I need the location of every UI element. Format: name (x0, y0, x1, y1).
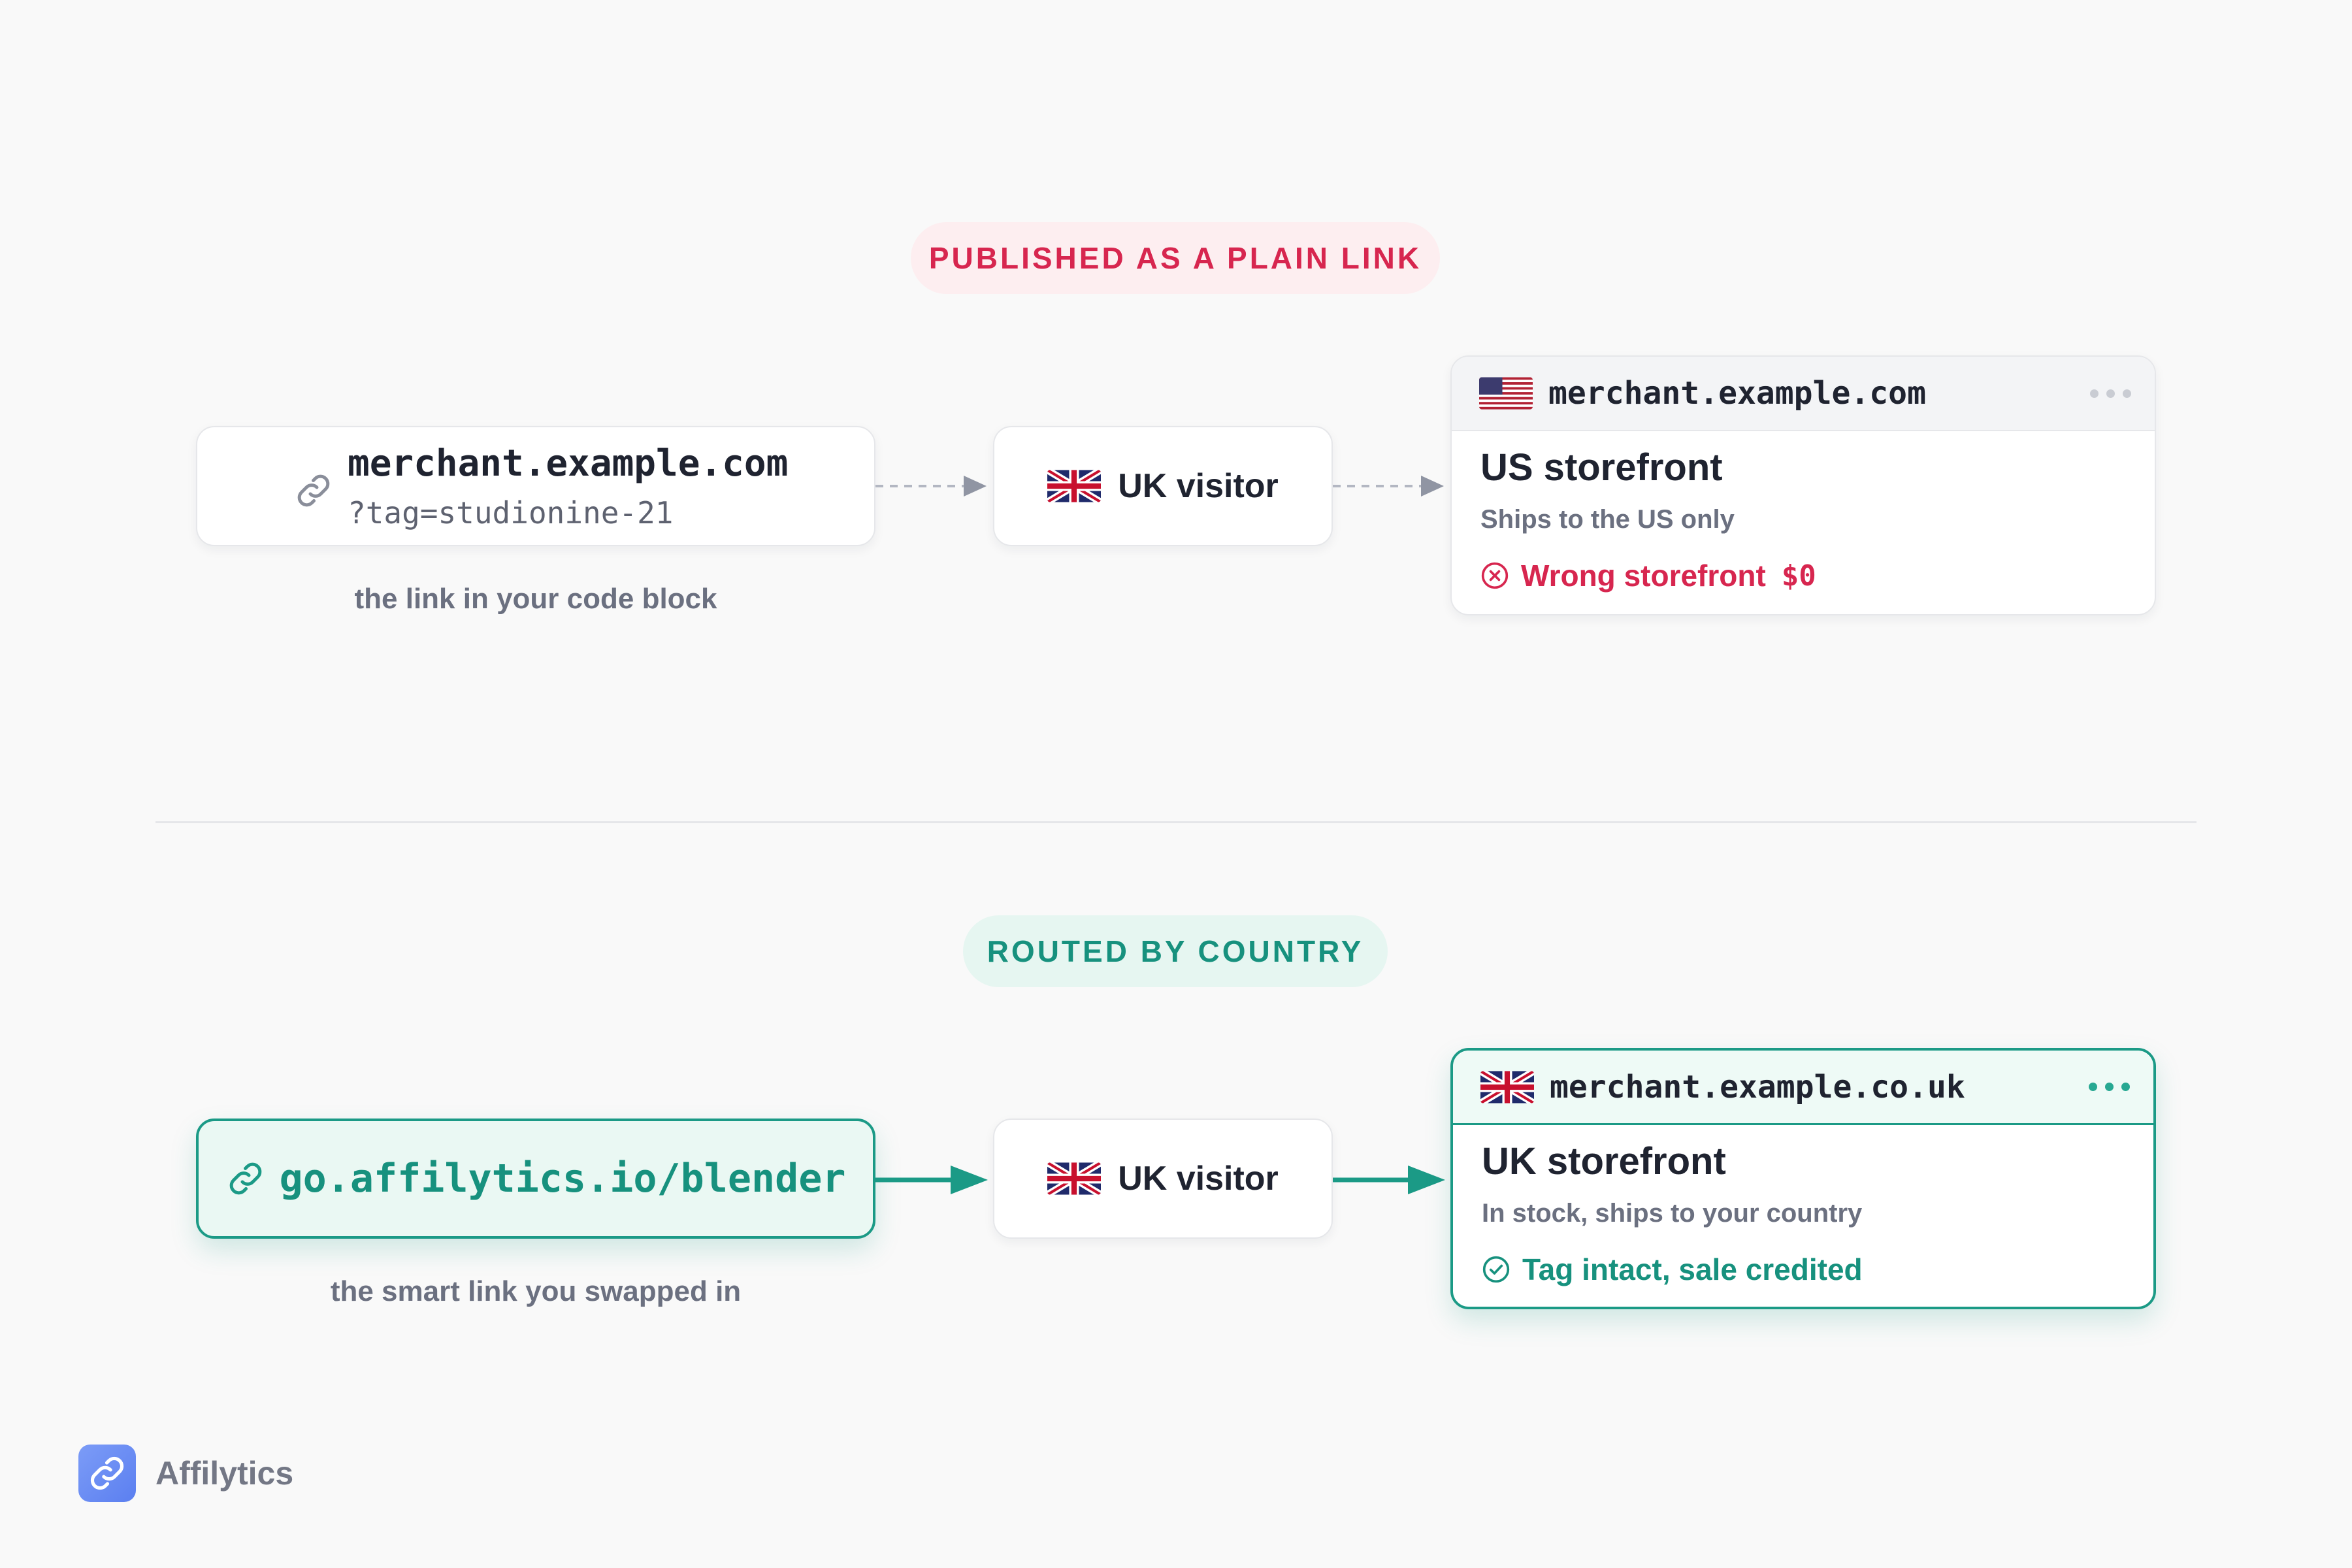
us-storefront-status-text: Wrong storefront (1521, 559, 1766, 593)
more-dots-icon[interactable] (2089, 1083, 2130, 1091)
solid-arrow-1 (875, 1166, 988, 1194)
plain-link-query: ?tag=studionine-21 (348, 495, 674, 531)
us-storefront-title: US storefront (1480, 446, 1723, 489)
plain-link-pill-label: PUBLISHED AS A PLAIN LINK (928, 241, 1422, 275)
solid-arrow-2 (1333, 1166, 1445, 1194)
plain-link-caption: the link in your code block (354, 583, 717, 615)
dashed-arrow-2 (1333, 476, 1444, 497)
link-icon (294, 471, 333, 510)
check-circle-icon (1482, 1256, 1510, 1283)
us-storefront-status: Wrong storefront $0 (1480, 558, 2126, 593)
chain-link-logo-icon (78, 1445, 136, 1502)
uk-storefront-title: UK storefront (1482, 1140, 1726, 1183)
us-storefront-status-amount: $0 (1781, 559, 1816, 593)
plain-link-pill: PUBLISHED AS A PLAIN LINK (911, 222, 1440, 294)
routed-visitor-label: UK visitor (1118, 1160, 1279, 1198)
dashed-arrow-1 (875, 476, 987, 497)
uk-flag-icon (1480, 1070, 1534, 1104)
uk-storefront-card[interactable]: merchant.example.co.uk UK storefront In … (1450, 1048, 2156, 1309)
uk-storefront-header: merchant.example.co.uk (1453, 1051, 2153, 1125)
section-divider (155, 821, 2197, 823)
uk-flag-icon (1047, 1162, 1101, 1195)
uk-flag-icon (1047, 470, 1101, 502)
routed-pill-label: ROUTED BY COUNTRY (987, 934, 1364, 968)
us-flag-icon (1479, 376, 1533, 410)
plain-link-domain: merchant.example.com (348, 442, 789, 485)
us-storefront-subtitle: Ships to the US only (1480, 505, 1735, 534)
us-storefront-card[interactable]: merchant.example.com US storefront Ships… (1450, 355, 2156, 615)
brand: Affilytics (78, 1445, 293, 1502)
x-circle-icon (1481, 562, 1509, 589)
us-storefront-url: merchant.example.com (1548, 375, 1926, 412)
plain-link-card[interactable]: merchant.example.com ?tag=studionine-21 (196, 426, 875, 546)
uk-storefront-subtitle: In stock, ships to your country (1482, 1199, 1863, 1228)
plain-visitor-card: UK visitor (993, 426, 1333, 546)
link-icon (226, 1159, 265, 1198)
smart-link-card[interactable]: go.affilytics.io/blender (196, 1119, 875, 1239)
smart-link-url: go.affilytics.io/blender (279, 1156, 846, 1201)
brand-name: Affilytics (155, 1455, 294, 1492)
routed-pill: ROUTED BY COUNTRY (963, 915, 1388, 987)
us-storefront-header: merchant.example.com (1452, 357, 2155, 431)
uk-storefront-status-text: Tag intact, sale credited (1522, 1252, 1863, 1286)
uk-storefront-status: Tag intact, sale credited (1482, 1252, 2125, 1287)
routed-visitor-card: UK visitor (993, 1119, 1333, 1239)
more-dots-icon[interactable] (2090, 389, 2131, 398)
plain-visitor-label: UK visitor (1118, 467, 1279, 505)
smart-link-caption: the smart link you swapped in (330, 1275, 742, 1307)
uk-storefront-url: merchant.example.co.uk (1550, 1068, 1965, 1105)
